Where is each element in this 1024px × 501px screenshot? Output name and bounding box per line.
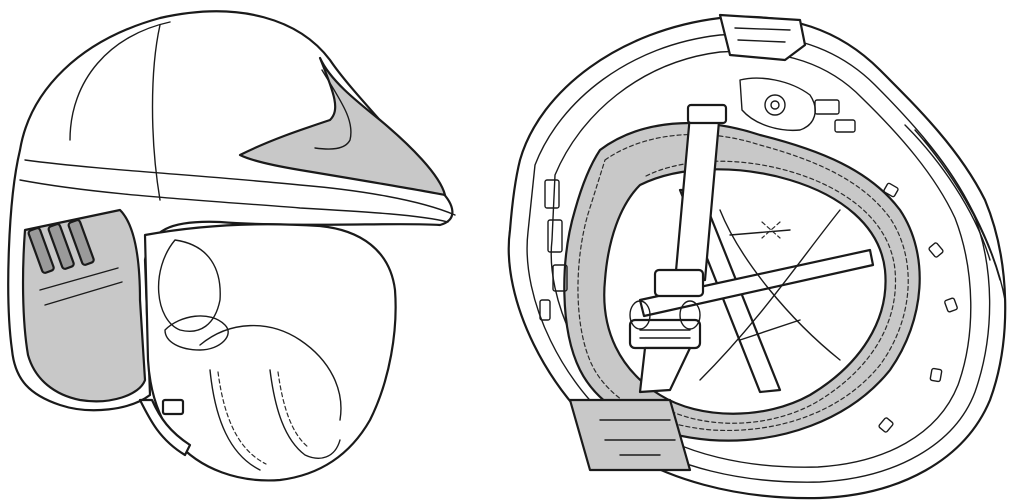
nape-strap-lower xyxy=(638,346,692,394)
face-contour xyxy=(199,324,342,421)
neck-flap-dash xyxy=(277,371,309,448)
shell-brim-line xyxy=(24,159,456,216)
face-nose-line xyxy=(164,315,229,351)
interior-helmet-view xyxy=(507,13,1007,500)
side-panel xyxy=(21,208,147,403)
top-ratchet-mechanism xyxy=(739,77,856,133)
helmet-crest-reflector xyxy=(238,56,447,197)
crest-inner-curve xyxy=(314,69,352,150)
nape-buckle-detail xyxy=(639,329,691,339)
left-side-clips xyxy=(539,179,568,321)
face-shield xyxy=(157,239,221,332)
buckle-loop-right xyxy=(679,300,701,330)
top-mount-bracket xyxy=(718,13,807,62)
label-plate-lines xyxy=(599,419,676,456)
nape-strap-buckle xyxy=(628,318,702,350)
top-bracket-detail xyxy=(734,27,791,43)
nape-strap-top-clip xyxy=(686,103,728,125)
side-panel-inner xyxy=(39,267,123,306)
shell-seam-center xyxy=(151,24,161,201)
padding-x-mark xyxy=(761,221,781,239)
shell-seam-left xyxy=(69,21,171,141)
exterior-helmet-view xyxy=(7,10,456,482)
brim-layer-3 xyxy=(924,139,1006,301)
cradle-strap-2 xyxy=(638,248,875,318)
cradle-crossing xyxy=(729,229,801,341)
cradle-strap-4 xyxy=(699,209,841,381)
bottom-label-plate xyxy=(568,398,692,472)
nape-strap-slider xyxy=(653,268,705,298)
neck-flap xyxy=(269,369,341,459)
padding-stitch-inner xyxy=(645,160,897,424)
chin-guard-dash xyxy=(217,371,267,465)
brim-layer-1 xyxy=(904,124,991,261)
buckle-loop-left xyxy=(629,300,651,330)
chin-strap-buckle xyxy=(161,398,185,416)
side-vent-slots xyxy=(27,219,95,274)
chin-strap xyxy=(138,398,192,457)
rim-tabs xyxy=(878,182,958,433)
padding-stitch-outer xyxy=(577,133,909,432)
shell-brim-line-2 xyxy=(19,179,449,223)
chin-guard xyxy=(209,369,261,471)
cradle-strap-3 xyxy=(719,209,841,361)
